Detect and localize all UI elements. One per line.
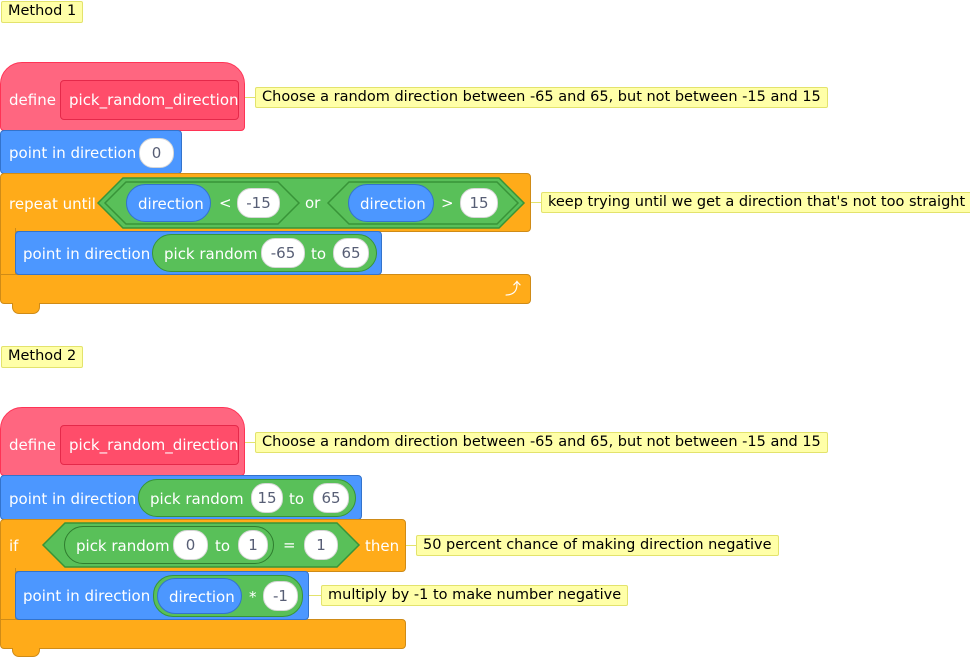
pick-random-reporter[interactable]: pick random 15 to 65 bbox=[138, 479, 356, 517]
pick-random-to-input[interactable]: 65 bbox=[313, 483, 349, 513]
equals-value-input[interactable]: 1 bbox=[304, 530, 338, 560]
comment-connector bbox=[309, 595, 321, 596]
direction-reporter[interactable]: direction bbox=[126, 184, 211, 222]
multiply-comment[interactable]: multiply by -1 to make number negative bbox=[321, 585, 629, 606]
comment-connector bbox=[531, 202, 541, 203]
point-in-direction-block[interactable]: point in direction pick random 15 to 65 bbox=[0, 475, 362, 520]
pick-random-reporter[interactable]: pick random 0 to 1 bbox=[64, 526, 274, 564]
repeat-comment[interactable]: keep trying until we get a direction tha… bbox=[541, 192, 970, 213]
reporter-label: direction bbox=[360, 195, 426, 213]
point-in-direction-block[interactable]: point in direction pick random -65 to 65 bbox=[15, 231, 382, 275]
multiply-value-input[interactable]: -1 bbox=[263, 581, 298, 611]
or-keyword: or bbox=[305, 194, 321, 212]
direction-reporter[interactable]: direction bbox=[348, 184, 434, 222]
to-keyword: to bbox=[311, 245, 327, 263]
reporter-label: pick random bbox=[150, 490, 244, 508]
pick-random-from-input[interactable]: 15 bbox=[251, 483, 283, 513]
less-than-symbol: < bbox=[219, 194, 232, 212]
define-comment[interactable]: Choose a random direction between -65 an… bbox=[255, 432, 828, 453]
point-in-direction-block[interactable]: point in direction 0 bbox=[0, 130, 182, 174]
block-label: point in direction bbox=[9, 144, 137, 162]
define-hat-block[interactable]: define pick_random_direction bbox=[0, 62, 245, 131]
if-keyword: if bbox=[9, 537, 19, 555]
define-keyword: define bbox=[9, 436, 56, 454]
define-hat-block[interactable]: define pick_random_direction bbox=[0, 407, 245, 476]
loop-arrow-icon: ⤴ bbox=[505, 279, 522, 298]
block-label: point in direction bbox=[9, 490, 137, 508]
custom-block-prototype[interactable]: pick_random_direction bbox=[60, 80, 239, 120]
if-comment[interactable]: 50 percent chance of making direction ne… bbox=[416, 535, 779, 556]
reporter-label: direction bbox=[169, 588, 235, 606]
pick-random-reporter[interactable]: pick random -65 to 65 bbox=[152, 234, 377, 272]
pick-random-to-input[interactable]: 65 bbox=[333, 238, 369, 268]
block-label: point in direction bbox=[23, 245, 151, 263]
less-than-value-input[interactable]: -15 bbox=[237, 188, 280, 218]
reporter-label: pick random bbox=[164, 245, 258, 263]
comment-connector bbox=[245, 97, 255, 98]
direction-reporter[interactable]: direction bbox=[157, 578, 242, 614]
greater-than-symbol: > bbox=[441, 194, 454, 212]
equals-symbol: = bbox=[283, 536, 296, 554]
pick-random-from-input[interactable]: -65 bbox=[261, 238, 305, 268]
to-keyword: to bbox=[215, 537, 231, 555]
define-comment[interactable]: Choose a random direction between -65 an… bbox=[255, 87, 828, 108]
block-label: point in direction bbox=[23, 587, 151, 605]
pick-random-from-input[interactable]: 0 bbox=[173, 530, 208, 560]
point-in-direction-block[interactable]: point in direction direction * -1 bbox=[15, 571, 309, 620]
if-arm bbox=[0, 568, 16, 622]
comment-connector bbox=[245, 442, 255, 443]
to-keyword: to bbox=[289, 490, 305, 508]
multiply-operator-block[interactable]: direction * -1 bbox=[153, 575, 303, 617]
multiply-symbol: * bbox=[249, 588, 257, 606]
reporter-label: pick random bbox=[76, 537, 170, 555]
greater-than-value-input[interactable]: 15 bbox=[460, 188, 498, 218]
prototype-name: pick_random_direction bbox=[69, 91, 239, 109]
reporter-label: direction bbox=[138, 195, 204, 213]
define-keyword: define bbox=[9, 91, 56, 109]
prototype-name: pick_random_direction bbox=[69, 436, 239, 454]
direction-input[interactable]: 0 bbox=[139, 138, 174, 168]
block-notch bbox=[12, 648, 40, 657]
repeat-footer: ⤴ bbox=[0, 274, 531, 304]
repeat-arm bbox=[0, 228, 16, 278]
if-footer bbox=[0, 619, 406, 649]
pick-random-to-input[interactable]: 1 bbox=[238, 530, 268, 560]
custom-block-prototype[interactable]: pick_random_direction bbox=[60, 425, 239, 465]
method-1-label: Method 1 bbox=[1, 1, 84, 23]
block-label: repeat until bbox=[9, 195, 96, 213]
method-2-label: Method 2 bbox=[1, 346, 84, 368]
comment-connector bbox=[406, 545, 416, 546]
block-notch bbox=[12, 303, 40, 314]
then-keyword: then bbox=[365, 537, 400, 555]
